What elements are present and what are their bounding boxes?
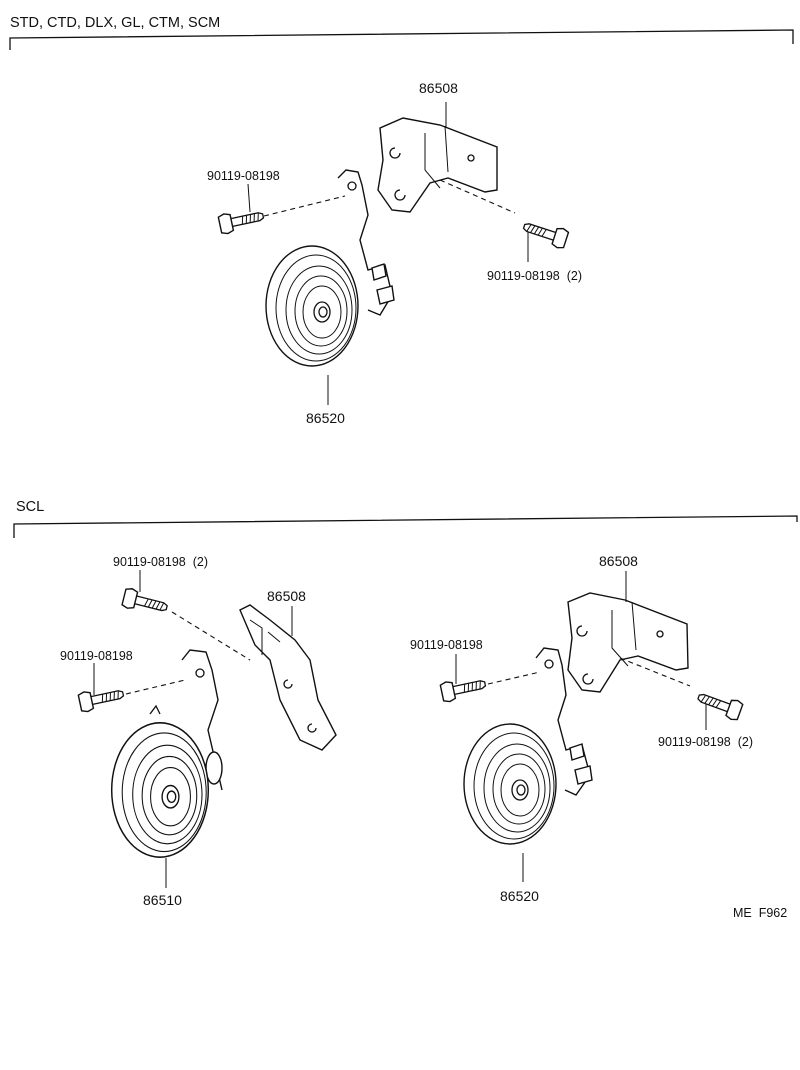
top-section: STD, CTD, DLX, GL, CTM, SCM 86508 86520 [9, 15, 794, 426]
br-bracket-label: 86508 [599, 553, 638, 569]
bl-bolt-lower-part [77, 683, 126, 714]
top-section-bracket-line [9, 29, 794, 50]
br-bolt-right-label: 90119-08198 (2) [658, 735, 753, 749]
br-horn-label: 86520 [500, 888, 539, 904]
bottom-section-bracket-line [13, 515, 798, 538]
top-horn-part [265, 169, 395, 367]
top-horn-label: 86520 [306, 410, 345, 426]
br-bolt-left-part [439, 673, 488, 704]
bl-horn-label: 86510 [143, 892, 182, 908]
bottom-section-title: SCL [16, 499, 44, 515]
bottom-section: SCL 86508 86510 90119-08198 (2) [13, 499, 798, 908]
bl-bracket-label: 86508 [267, 588, 306, 604]
br-horn-part [463, 647, 593, 845]
top-section-title: STD, CTD, DLX, GL, CTM, SCM [10, 15, 220, 31]
bl-bolt-lower-label: 90119-08198 [60, 649, 133, 663]
top-bolt-left-label: 90119-08198 [207, 169, 280, 183]
top-bracket-label: 86508 [419, 80, 458, 96]
top-bracket-part [377, 117, 498, 213]
figure-code: ME F962 [733, 906, 787, 920]
bl-horn-part [110, 649, 223, 858]
top-bolt-right-label: 90119-08198 (2) [487, 269, 582, 283]
br-bolt-left-label: 90119-08198 [410, 638, 483, 652]
top-bolt-left-part [217, 205, 266, 236]
br-bracket-part [567, 592, 689, 693]
bl-bolt-upper-part [120, 586, 170, 619]
bl-bolt-upper-label: 90119-08198 (2) [113, 555, 208, 569]
br-bolt-right-part [694, 686, 745, 723]
bl-bracket-part [239, 604, 337, 751]
